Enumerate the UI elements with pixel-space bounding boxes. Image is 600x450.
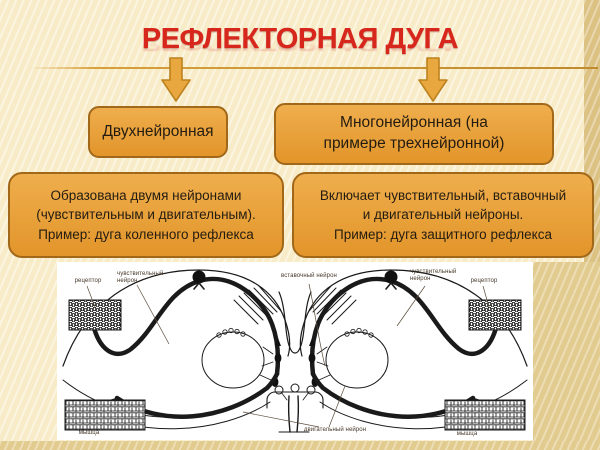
down-arrow-icon	[161, 57, 191, 102]
branch-description-multi-neuron: Включает чувствительный, вставочный и дв…	[292, 172, 594, 258]
label-muscle-right: мышца	[456, 431, 478, 437]
label-sensory-neuron-left: чувствительный нейрон	[117, 271, 164, 284]
page-title-reflection: РЕФЛЕКТОРНАЯ ДУГА	[141, 36, 459, 54]
description-line: (чувствительным и двигательным).	[36, 207, 256, 223]
branch-title-two-neuron: Двухнейронная	[88, 106, 228, 158]
page-title: РЕФЛЕКТОРНАЯ ДУГА	[141, 23, 459, 55]
label-receptor-right: рецептор	[470, 278, 498, 284]
down-arrow-icon	[418, 57, 448, 102]
description-line: и двигательный нейроны.	[362, 207, 524, 223]
label-muscle-left: мышца	[78, 430, 100, 436]
branch-description-two-neuron: Образована двумя нейронами (чувствительн…	[8, 172, 284, 258]
divider-line	[28, 67, 598, 69]
branch-title-text: Многонейронная (на	[340, 114, 488, 132]
label-sensory-neuron-right: чувствительный нейрон	[410, 269, 457, 282]
description-line: Включает чувствительный, вставочный	[319, 188, 567, 204]
title-block: РЕФЛЕКТОРНАЯ ДУГА РЕФЛЕКТОРНАЯ ДУГА	[0, 24, 600, 84]
right-lower-background-block	[533, 262, 600, 450]
branch-title-text: примере трехнейронной)	[323, 135, 505, 152]
description-line: Образована двумя нейронами	[50, 188, 242, 204]
description-line: Пример: дуга защитного рефлекса	[334, 226, 552, 242]
label-receptor-left: рецептор	[74, 278, 102, 284]
branch-title-multi-neuron: Многонейронная (на примере трехнейронной…	[274, 103, 554, 165]
label-motor-neuron: двигательный нейрон	[303, 427, 367, 433]
label-interneuron: вставочный нейрон	[281, 273, 337, 279]
branch-title-text: Двухнейронная	[102, 122, 214, 140]
reflex-arc-drawing	[57, 262, 533, 433]
description-line: Пример: дуга коленного рефлекса	[38, 226, 254, 242]
reflex-arc-diagram-panel: рецептор чувствительный нейрон вставочны…	[57, 262, 533, 440]
bottom-background-strip	[0, 441, 600, 450]
